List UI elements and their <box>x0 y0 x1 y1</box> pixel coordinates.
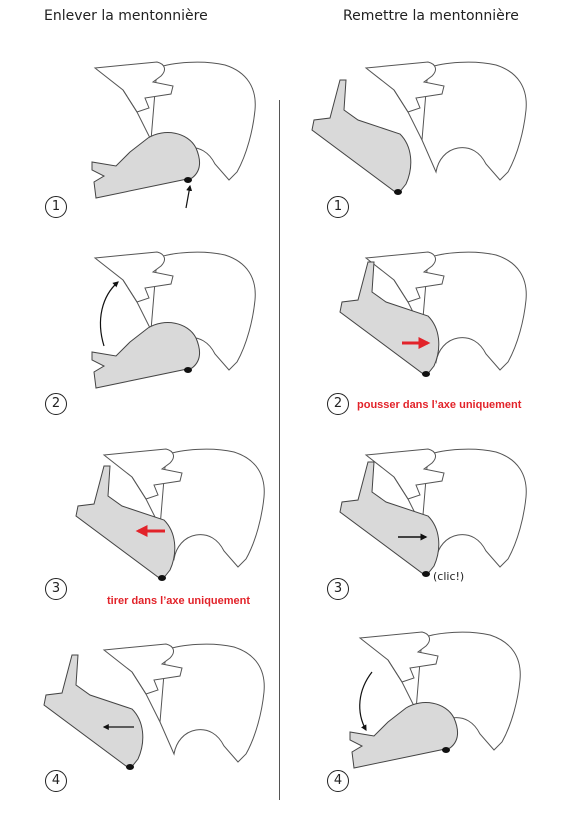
right-step-4-figure <box>349 631 521 769</box>
right-step-3-figure <box>339 448 527 578</box>
step-marker-right-2: 2 <box>327 393 349 415</box>
step-marker-right-4: 4 <box>327 770 349 792</box>
right-step-1-figure <box>311 61 527 196</box>
left-step-3-figure <box>75 448 265 582</box>
step-marker-right-3: 3 <box>327 578 349 600</box>
clic-label: (clic!) <box>433 570 465 583</box>
left-step-4-figure <box>43 643 265 771</box>
left-step-2-figure <box>91 251 256 389</box>
column-divider <box>279 100 280 800</box>
right-step-2-figure <box>339 251 527 378</box>
title-remettre: Remettre la mentonnière <box>343 8 519 24</box>
step-marker-left-1: 1 <box>45 196 67 218</box>
note-tirer: tirer dans l’axe uniquement <box>107 595 251 607</box>
note-pousser: pousser dans l’axe uniquement <box>357 399 522 411</box>
step-marker-left-4: 4 <box>45 770 67 792</box>
step-marker-left-3: 3 <box>45 578 67 600</box>
step-marker-left-2: 2 <box>45 393 67 415</box>
left-step-1-figure <box>91 61 256 209</box>
title-enlever: Enlever la mentonnière <box>44 8 208 24</box>
step-marker-right-1: 1 <box>327 196 349 218</box>
